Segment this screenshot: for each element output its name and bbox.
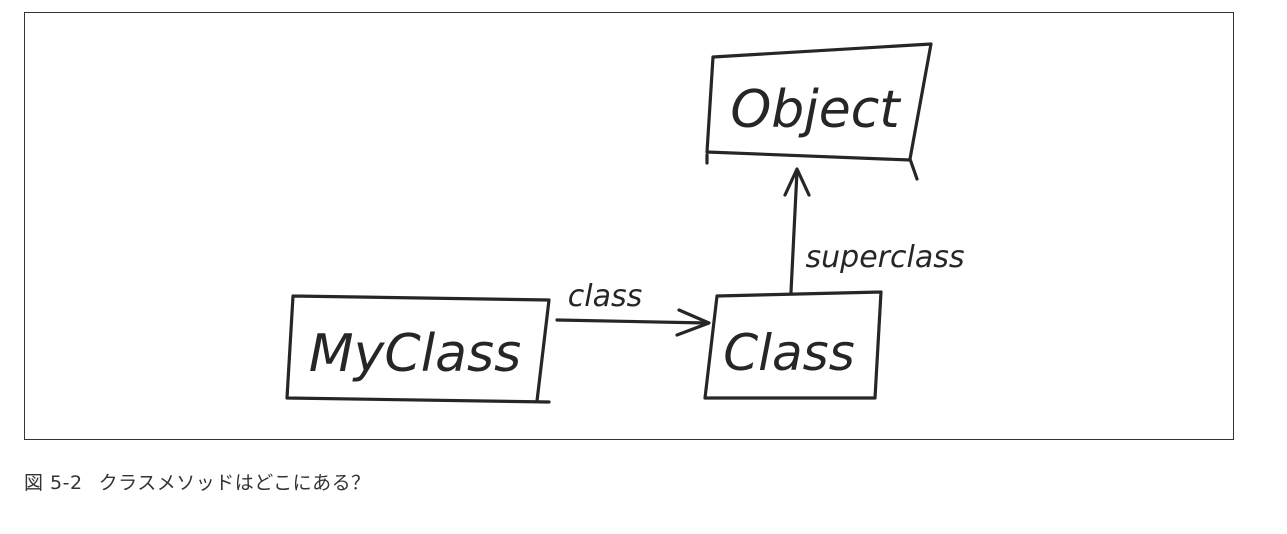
node-object: Object <box>705 42 933 181</box>
edge-myclass-to-class: class <box>555 279 711 337</box>
edge-superclass-line <box>789 169 799 294</box>
edge-class-label: class <box>568 279 642 314</box>
node-object-label: Object <box>730 80 901 140</box>
node-myclass-box <box>285 294 551 404</box>
node-myclass-label: MyClass <box>309 324 521 384</box>
arrowhead-superclass <box>783 167 811 197</box>
arrowhead-class <box>675 308 711 337</box>
edge-class-line <box>555 318 709 325</box>
node-myclass: MyClass <box>285 294 551 404</box>
node-class-label: Class <box>723 324 855 382</box>
edge-superclass-label: superclass <box>806 240 965 275</box>
node-class: Class <box>703 290 883 400</box>
node-class-box <box>703 290 883 400</box>
edge-class-to-object: superclass <box>783 167 965 294</box>
figure-number: 図 5-2 <box>24 472 83 494</box>
class-diagram: Object Class MyClass class superclass <box>285 42 965 404</box>
figure-caption: 図 5-2 クラスメソッドはどこにある？ <box>24 468 371 495</box>
figure-caption-text: クラスメソッドはどこにある？ <box>98 472 371 494</box>
diagram-frame: Object Class MyClass class superclass <box>24 12 1234 440</box>
node-object-box <box>705 42 933 181</box>
